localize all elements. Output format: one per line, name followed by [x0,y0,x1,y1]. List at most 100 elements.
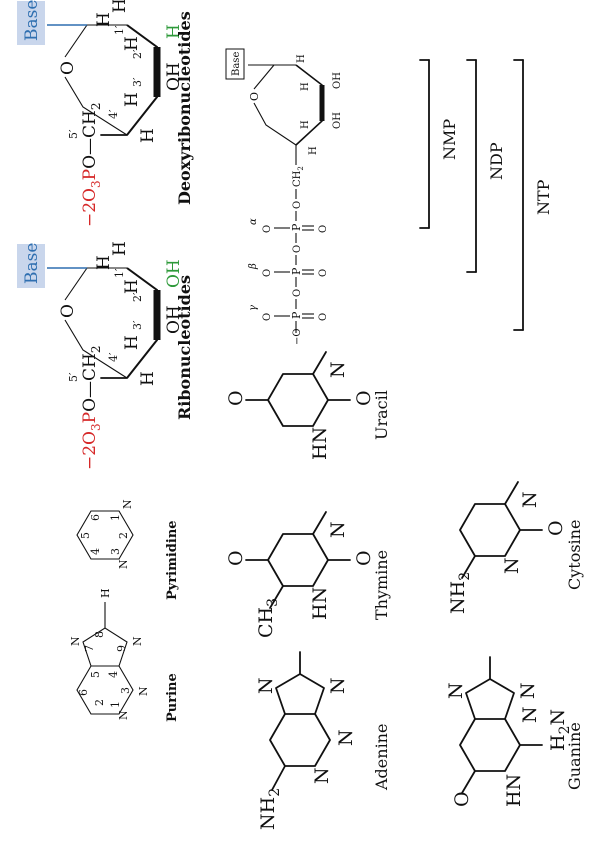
label-uracil: Uracil [372,390,391,440]
svg-text:O: O [225,550,247,566]
svg-text:O: O [248,92,261,101]
svg-text:H: H [300,82,311,91]
svg-text:Base: Base [22,0,42,41]
label-deoxyribonucleotides: Deoxyribonucleotides [175,11,194,205]
svg-text:H: H [138,371,158,386]
svg-text:HN: HN [309,427,331,460]
svg-text:O: O [262,225,273,233]
svg-text:CH3: CH3 [255,598,281,638]
svg-text:H: H [122,335,142,350]
svg-text:H: H [296,54,307,63]
svg-text:OH: OH [164,62,184,91]
svg-text:O: O [451,791,473,807]
svg-text:O: O [545,520,567,536]
ntp-structure: −O P O O γ O P O O β O P O O α [225,48,343,345]
svg-text:H: H [300,120,311,129]
label-ndp: NDP [487,142,506,180]
svg-text:OH: OH [164,259,184,288]
pyrimidine-n3: N [117,559,130,569]
svg-text:α: α [248,218,259,225]
svg-text:O: O [262,269,273,277]
svg-text:3′: 3′ [131,77,144,87]
svg-text:P: P [290,311,303,319]
svg-text:N: N [501,557,523,574]
svg-text:3: 3 [119,687,132,694]
svg-text:O: O [58,61,78,75]
svg-text:O: O [292,289,303,297]
svg-text:N: N [327,677,349,694]
svg-text:O: O [292,201,303,209]
svg-text:5′: 5′ [67,129,80,139]
svg-text:N: N [335,729,357,746]
purine-n9: N [131,636,144,646]
base-box [17,244,45,288]
label-nmp: NMP [440,119,459,160]
label-thymine: Thymine [372,550,391,620]
label-ribonucleotides: Ribonucleotides [175,275,194,420]
svg-text:γ: γ [248,305,259,311]
label-pyrimidine: Pyrimidine [165,520,180,600]
svg-text:−2O3PO—CH2: −2O3PO—CH2 [80,102,103,227]
deoxyribonucleotide-structure: −2O3PO—CH2 5′ O H H 4′ OH H 3′ 2′ H H H … [17,0,184,227]
svg-text:2: 2 [117,532,130,539]
svg-text:H: H [110,241,130,256]
svg-text:β: β [248,263,259,270]
svg-text:H: H [138,128,158,143]
thymine-structure: O O HN N CH3 [225,511,375,638]
svg-text:4: 4 [107,671,120,678]
svg-text:H: H [308,146,319,155]
svg-text:O: O [318,313,329,321]
base-box [17,1,45,45]
ntp-bracket: NTP [513,59,553,331]
svg-text:O: O [318,269,329,277]
svg-text:Base: Base [22,243,42,284]
svg-text:8: 8 [93,631,106,638]
svg-text:2: 2 [93,699,106,706]
svg-text:P: P [290,267,303,275]
svg-text:6: 6 [77,689,90,696]
label-ntp: NTP [534,179,553,215]
nmp-bracket: NMP [419,59,459,229]
svg-text:1′: 1′ [113,268,126,278]
svg-text:H: H [122,92,142,107]
svg-text:H: H [94,12,114,27]
svg-text:7: 7 [83,645,96,652]
ribonucleotide-structure: −2O3PO—CH2 5′ O H H 4′ OH H 3′ 2′ OH H H… [17,241,184,470]
svg-text:O: O [353,550,375,566]
svg-text:N: N [327,521,349,538]
svg-text:N: N [445,682,467,699]
svg-text:H: H [122,279,142,294]
svg-text:1: 1 [109,514,122,521]
label-cytosine: Cytosine [565,520,584,590]
purine-h: H [99,588,112,598]
svg-text:2′: 2′ [131,49,144,59]
svg-text:HN: HN [309,587,331,620]
guanine-structure: O HN H2N N N N [445,656,573,807]
svg-text:5: 5 [89,671,102,678]
svg-text:NH2: NH2 [447,572,473,614]
svg-text:3: 3 [109,548,122,555]
svg-text:CH2: CH2 [292,166,305,187]
svg-text:N: N [255,677,277,694]
svg-text:H: H [164,24,184,39]
pyrimidine-structure: N N 1 2 3 4 5 6 [76,499,134,569]
purine-n3: N [137,686,150,696]
pyrimidine-n1: N [121,499,134,509]
svg-text:O: O [225,390,247,406]
svg-text:N: N [517,682,539,699]
base-box-ntp [225,48,245,80]
svg-text:4: 4 [89,548,102,555]
label-guanine: Guanine [565,722,584,790]
svg-text:Base: Base [231,52,242,76]
adenine-structure: NH2 N N N N [255,651,357,830]
svg-text:N: N [519,491,541,508]
svg-text:O: O [262,313,273,321]
uracil-structure: O O HN N [225,351,375,460]
svg-text:H: H [110,0,130,13]
svg-text:5′: 5′ [67,372,80,382]
svg-text:3′: 3′ [131,320,144,330]
svg-text:OH: OH [332,112,343,129]
svg-text:1: 1 [109,701,122,708]
purine-n7: N [69,636,82,646]
